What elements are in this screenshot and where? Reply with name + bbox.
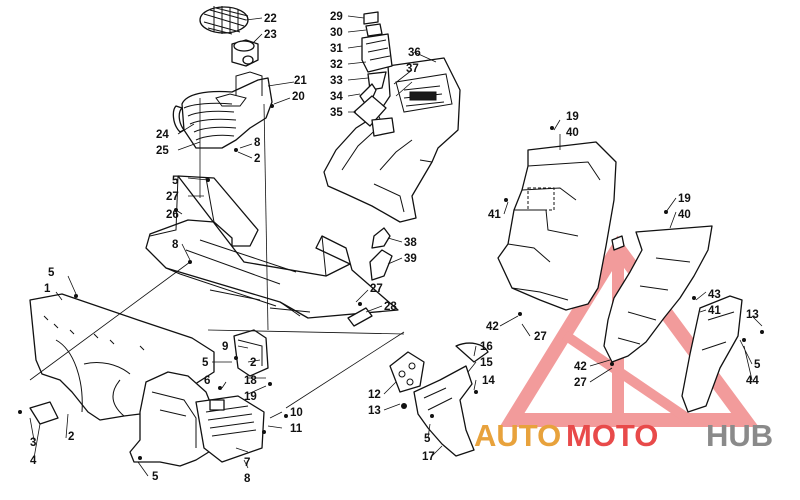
side-guard-part [681, 295, 743, 413]
vent-part [195, 395, 265, 463]
callout-19a: 19 [244, 391, 257, 403]
callout-26: 26 [166, 209, 179, 221]
callout-17: 17 [422, 451, 435, 463]
callout-37: 37 [406, 63, 419, 75]
callout-41b: 41 [708, 305, 721, 317]
leader-lines [29, 15, 763, 477]
callout-34: 34 [330, 91, 343, 103]
callout-19b: 19 [566, 111, 579, 123]
callout-8a: 8 [254, 137, 261, 149]
rear-housing-part [497, 141, 625, 311]
callout-5b: 5 [48, 267, 55, 279]
callout-7: 7 [244, 457, 250, 469]
bracket-plate-part [389, 351, 425, 393]
callout-32: 32 [330, 59, 343, 71]
callout-6: 6 [204, 375, 210, 387]
callout-41a: 41 [488, 209, 501, 221]
mud-flap-part [413, 342, 489, 457]
callout-43: 43 [708, 289, 721, 301]
callout-11: 11 [290, 423, 303, 435]
callout-2b: 2 [250, 357, 256, 369]
callout-2a: 2 [254, 153, 260, 165]
right-fender-part [603, 225, 713, 363]
mesh-net-part [199, 6, 249, 35]
callout-44: 44 [746, 375, 759, 387]
cup-holder-part [231, 39, 259, 67]
watermark-word-auto: AUTO [474, 418, 561, 453]
callout-27d: 27 [574, 377, 587, 389]
plate-part [347, 307, 373, 327]
callout-33: 33 [330, 75, 343, 87]
callout-23: 23 [264, 29, 277, 41]
shifter-trim-part [353, 11, 395, 137]
callout-9: 9 [222, 341, 228, 353]
callout-36: 36 [408, 47, 421, 59]
callout-labels: 22 23 21 20 24 25 8 2 5 27 26 8 29 30 31… [30, 11, 761, 485]
callout-38: 38 [404, 237, 417, 249]
callout-14: 14 [482, 375, 495, 387]
floor-panel-part [145, 175, 399, 319]
watermark-wordmark: AUTO MOTO HUB [474, 418, 773, 453]
callout-28: 28 [384, 301, 397, 313]
callout-10: 10 [290, 407, 303, 419]
callout-18: 18 [244, 375, 257, 387]
callout-13a: 13 [368, 405, 381, 417]
callout-27a: 27 [166, 191, 179, 203]
side-panel-part [129, 371, 215, 467]
callout-25: 25 [156, 145, 169, 157]
callout-40b: 40 [678, 209, 691, 221]
callout-42b: 42 [574, 361, 587, 373]
callout-29: 29 [330, 11, 343, 23]
callout-30: 30 [330, 27, 343, 39]
callout-2c: 2 [68, 431, 74, 443]
callout-3: 3 [30, 437, 36, 449]
callout-27c: 27 [534, 331, 547, 343]
latch-plate-part [29, 401, 59, 425]
mount-bracket-part [233, 329, 269, 377]
watermark-word-moto: MOTO [566, 418, 658, 453]
callout-5f: 5 [754, 359, 761, 371]
callout-39: 39 [404, 253, 417, 265]
callout-21: 21 [294, 75, 307, 87]
callout-5e: 5 [424, 433, 431, 445]
callout-20: 20 [292, 91, 305, 103]
rear-console-part [172, 71, 273, 149]
callout-4: 4 [30, 455, 37, 467]
watermark-word-hub: HUB [706, 418, 773, 453]
callout-31: 31 [330, 43, 343, 55]
callout-8c: 8 [244, 473, 251, 485]
callout-42a: 42 [486, 321, 499, 333]
center-console-part [323, 57, 461, 223]
callout-24: 24 [156, 129, 169, 141]
callout-13b: 13 [746, 309, 759, 321]
callout-35: 35 [330, 107, 343, 119]
callout-27b: 27 [370, 283, 383, 295]
callout-19c: 19 [678, 193, 691, 205]
callout-40a: 40 [566, 127, 579, 139]
callout-12: 12 [368, 389, 381, 401]
callout-5a: 5 [172, 175, 179, 187]
callout-5c: 5 [202, 357, 209, 369]
callout-5d: 5 [152, 471, 159, 483]
callout-8b: 8 [172, 239, 179, 251]
callout-1: 1 [44, 283, 51, 295]
callout-16: 16 [480, 341, 493, 353]
bracket-part [369, 227, 393, 281]
callout-22: 22 [264, 13, 277, 25]
callout-15: 15 [480, 357, 493, 369]
